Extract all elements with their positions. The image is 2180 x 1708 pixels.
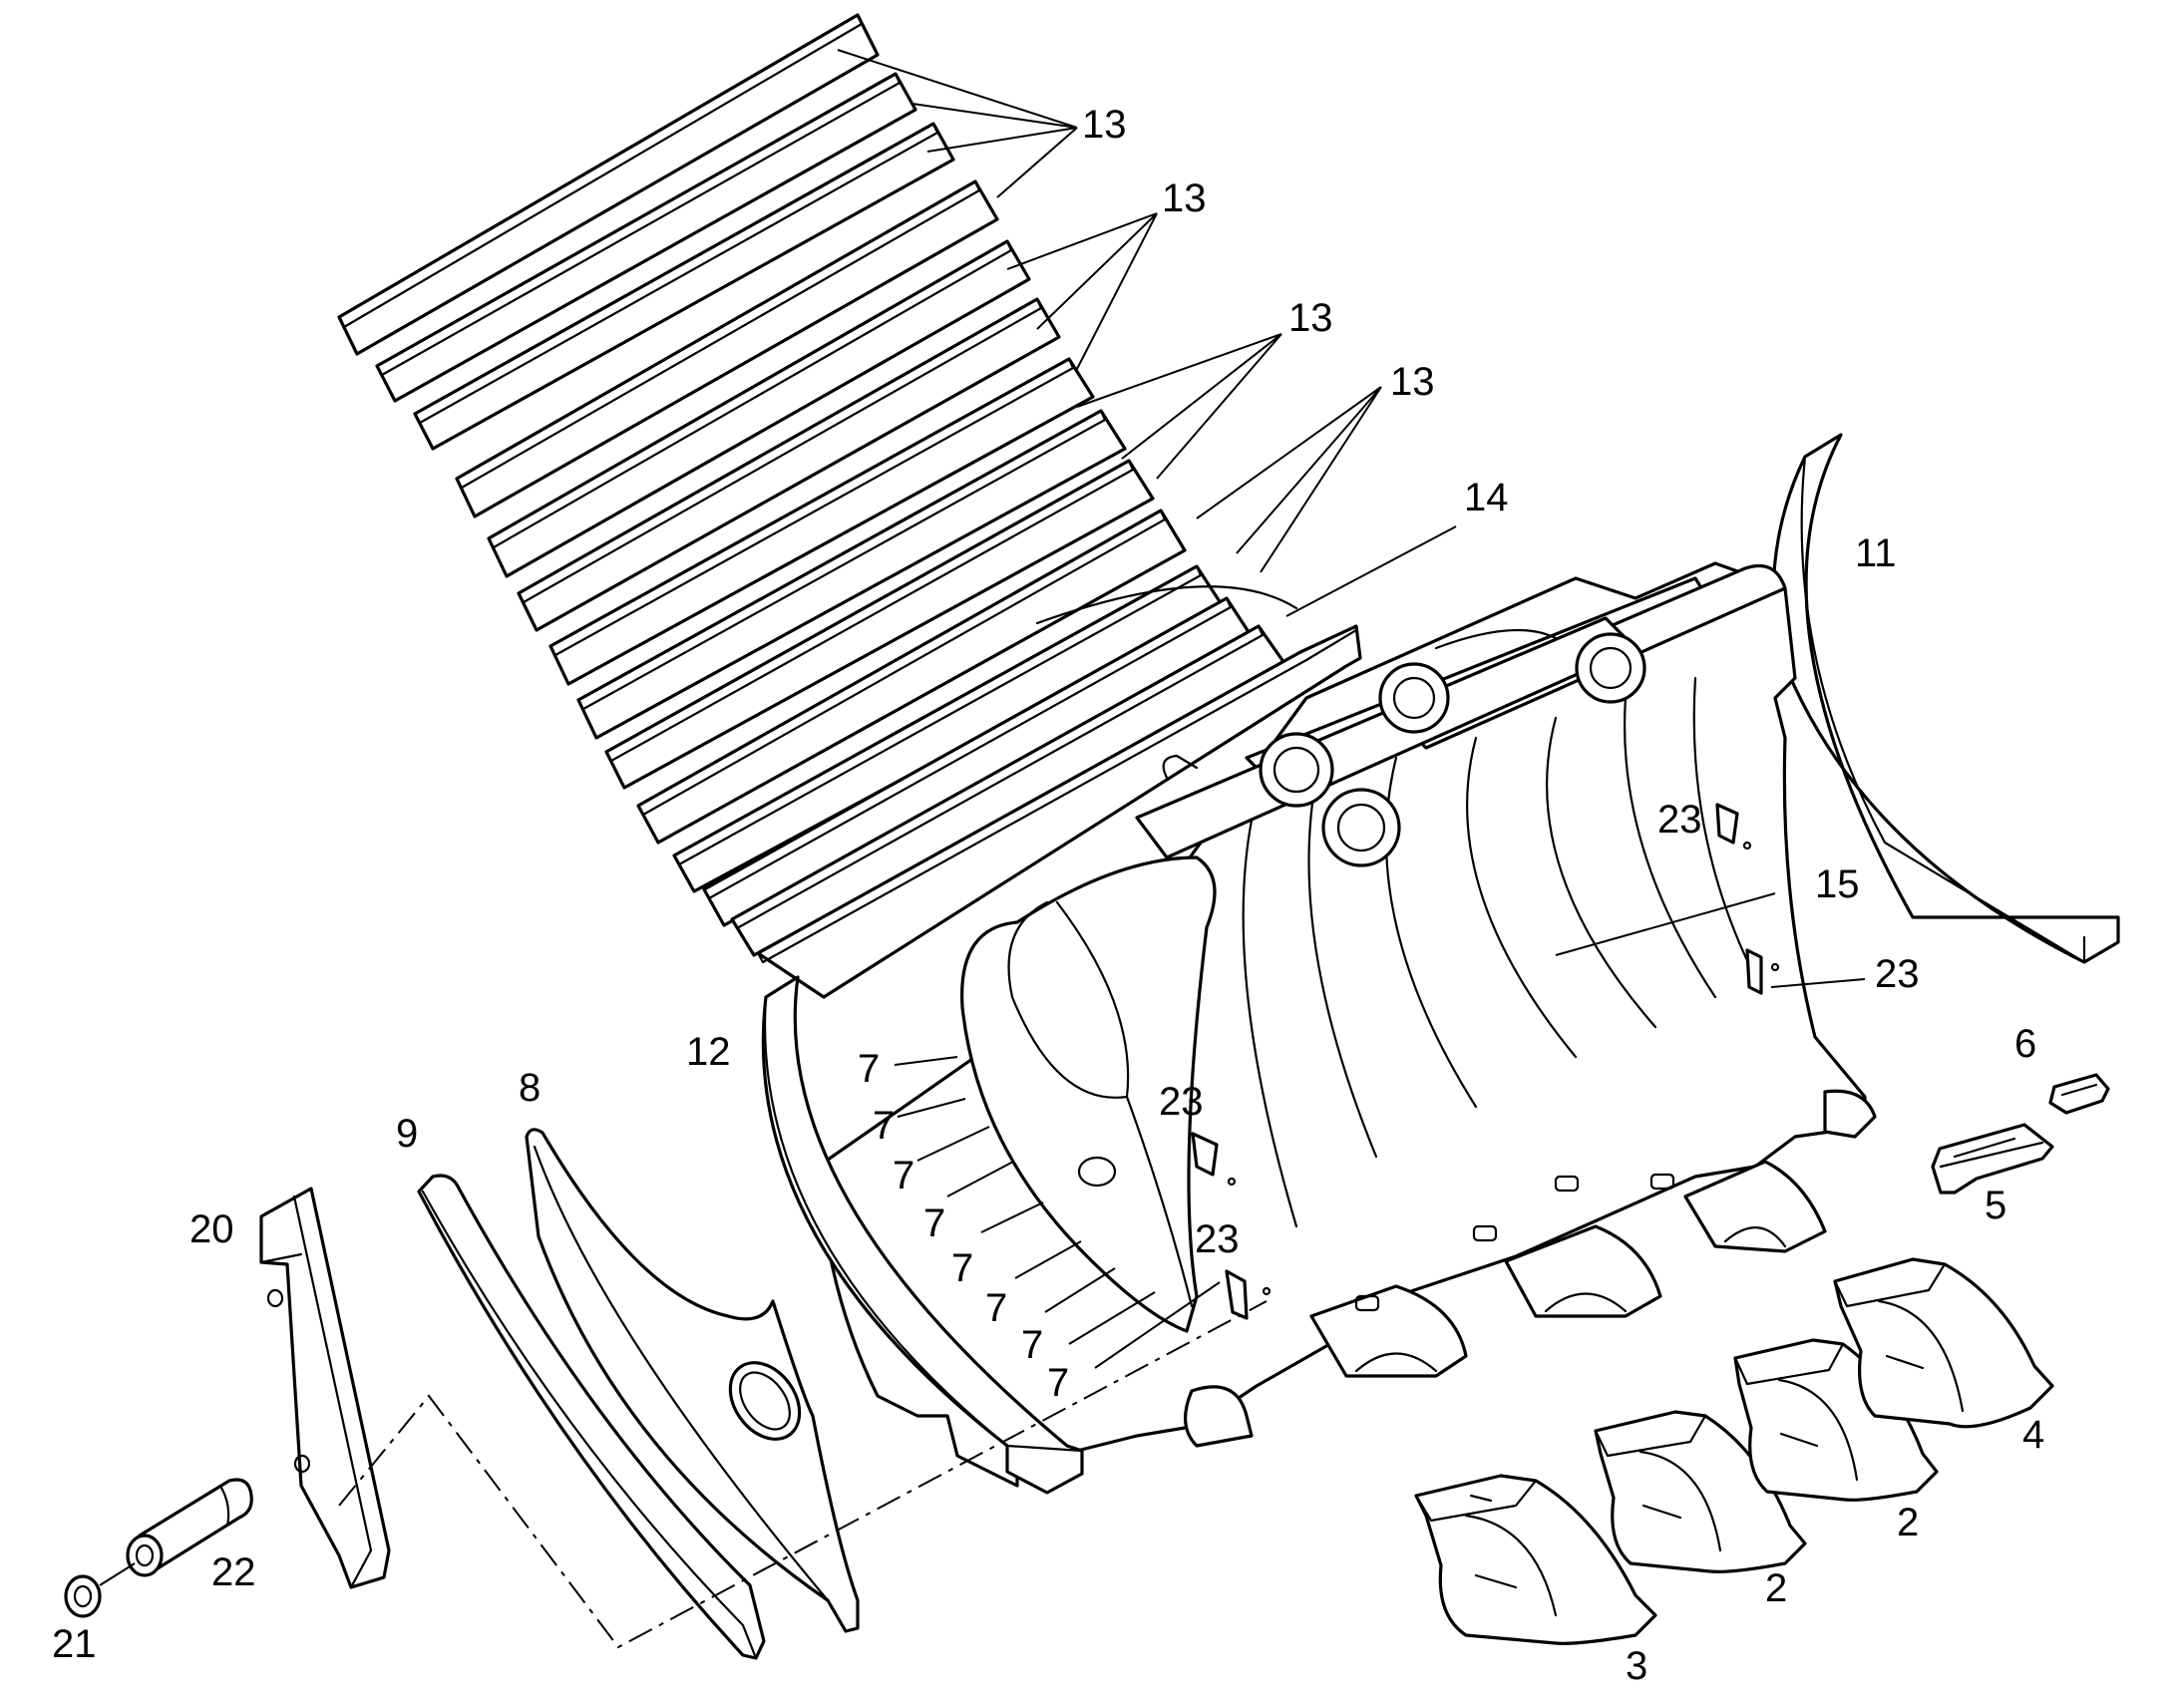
tooth-adapter-row [1184,1089,1877,1448]
callout-14: 14 [1464,476,1509,519]
callout-2-left: 2 [1765,1566,1787,1610]
wear-strip-7 [548,357,1095,686]
wear-strip-4 [455,179,999,518]
hardware-23-upper [1715,803,1752,851]
callout-7-2: 7 [873,1104,895,1148]
hardware-23-left-lower [1225,1269,1272,1320]
callout-7-8: 7 [1047,1361,1069,1405]
callout-labels: 13 13 13 13 14 11 23 15 23 6 5 4 2 2 3 1… [52,103,2044,1688]
callout-23-upper: 23 [1657,798,1702,842]
adapter-5 [1931,1123,2054,1195]
side-plate-9 [417,1174,766,1660]
callout-7-1: 7 [858,1047,880,1091]
callout-7-5: 7 [951,1246,973,1290]
leader-lines [99,49,1866,1586]
wear-strip-6 [517,297,1061,632]
callout-6: 6 [2014,1022,2036,1066]
callout-4: 4 [2022,1413,2044,1457]
callout-20: 20 [189,1207,234,1251]
wear-strip-10 [636,509,1187,845]
washer-21 [64,1574,102,1618]
pin-22 [126,1478,253,1577]
callout-13-c: 13 [1288,296,1333,340]
callout-2-right: 2 [1897,1501,1919,1544]
tooth-3 [1414,1474,1657,1645]
callout-23-right: 23 [1875,952,1920,996]
hinge-boss-right [1575,632,1646,704]
callout-15: 15 [1815,862,1860,906]
bucket-body [816,561,1877,1488]
wear-strip-2 [375,72,917,403]
callout-13-d: 13 [1390,360,1435,404]
side-plate-8 [525,1128,860,1633]
hinge-boss-front [1321,788,1401,867]
callout-7-3: 7 [893,1154,914,1197]
callout-7-6: 7 [985,1286,1007,1330]
assembly-centerline [338,1300,1268,1649]
wear-strip-1 [337,13,880,356]
wear-strip-9 [604,459,1155,790]
liner-plate-14 [756,624,1362,999]
wear-strip-5 [487,239,1031,578]
callout-3: 3 [1626,1644,1647,1688]
callout-9: 9 [396,1112,418,1156]
callout-7-7: 7 [1021,1323,1043,1367]
hardware-23-left-upper [1191,1132,1237,1187]
hinge-boss-left [1259,732,1334,808]
tooth-4 [1833,1257,2054,1429]
wear-strip-8 [576,409,1127,740]
callout-13-a: 13 [1082,103,1127,147]
hardware-23-mid [1745,948,1780,995]
pin-block-20 [259,1187,391,1589]
wear-strip-set-13 [337,13,1362,999]
callout-12: 12 [686,1030,731,1074]
callout-8: 8 [519,1066,541,1110]
lock-6 [2048,1073,2110,1115]
side-plate-12 [761,975,1084,1495]
callout-5: 5 [1985,1184,2006,1227]
wear-strip-3 [413,122,955,451]
callout-7-4: 7 [923,1201,945,1245]
hinge-boss-rear [1378,662,1450,734]
callout-23-left-lower: 23 [1195,1217,1240,1261]
callout-23-left-upper: 23 [1159,1080,1204,1124]
callout-13-b: 13 [1162,176,1207,220]
callout-21: 21 [52,1622,97,1666]
tooth-2-left [1594,1410,1807,1573]
callout-11: 11 [1855,531,1897,575]
callout-22: 22 [211,1550,256,1594]
